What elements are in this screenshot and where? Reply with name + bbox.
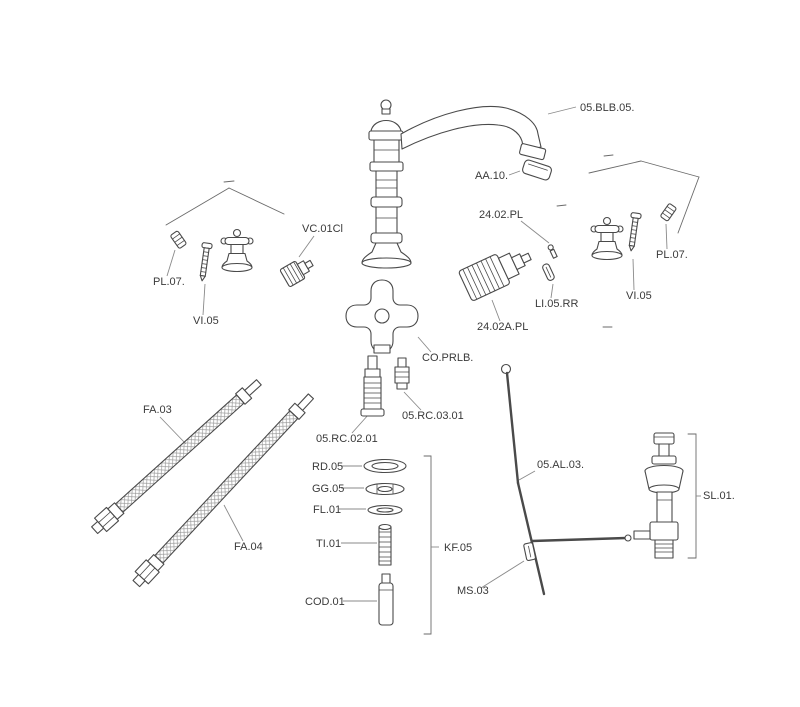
drain-assembly — [633, 432, 684, 559]
index-button-right — [660, 203, 677, 222]
screw-left — [196, 241, 213, 283]
label-adapter-a: 05.RC.02.01 — [316, 433, 378, 445]
label-rod-group: KF.05 — [444, 542, 472, 554]
hose-b — [132, 393, 315, 588]
cross-handle-part — [345, 279, 419, 354]
label-cartridge-group: 24.02.PL — [479, 209, 523, 221]
label-cartridge: 24.02A.PL — [477, 321, 528, 333]
clip-part — [523, 542, 536, 562]
handle-right — [590, 216, 624, 261]
aerator-part — [522, 159, 552, 181]
label-hose-b: FA.04 — [234, 541, 263, 553]
wave-washer-part — [365, 482, 405, 496]
lift-rod-part — [500, 363, 546, 596]
label-oring: RD.05 — [312, 461, 343, 473]
faucet-spout-body — [361, 99, 547, 269]
hose-a — [91, 379, 262, 535]
threaded-rod-part — [378, 523, 392, 566]
label-rod: COD.01 — [305, 596, 345, 608]
label-lift-rod: 05.AL.03. — [537, 459, 584, 471]
label-left-index: PL.07. — [153, 276, 185, 288]
adapter-b-part — [394, 357, 410, 390]
label-aerator: AA.10. — [475, 170, 508, 182]
cartridge-part — [458, 252, 532, 301]
oring-part — [363, 458, 407, 474]
label-drain-group: SL.01. — [703, 490, 735, 502]
handle-left — [220, 228, 254, 273]
label-right-index: PL.07. — [656, 249, 688, 261]
screw-right — [625, 211, 642, 253]
label-wave-washer: GG.05 — [312, 483, 344, 495]
group-brackets — [165, 154, 700, 635]
seal-disc-part — [542, 244, 558, 281]
label-threaded-rod: TI.01 — [316, 538, 341, 550]
rod-part — [378, 573, 394, 626]
label-left-valve: VC.01Cl — [302, 223, 343, 235]
label-right-screw: VI.05 — [626, 290, 652, 302]
label-adapter-b: 05.RC.03.01 — [402, 410, 464, 422]
label-hose-a: FA.03 — [143, 404, 172, 416]
valve-left-part — [279, 259, 314, 287]
label-spout: 05.BLB.05. — [580, 102, 634, 114]
index-button-left — [170, 230, 187, 249]
label-cross-handle: CO.PRLB. — [422, 352, 473, 364]
adapter-a-part — [360, 355, 385, 417]
label-clip: MS.03 — [457, 585, 489, 597]
label-left-screw: VI.05 — [193, 315, 219, 327]
label-flat-washer: FL.01 — [313, 504, 341, 516]
labels: 05.BLB.05. AA.10. 24.02.PL 24.02A.PL LI.… — [143, 102, 735, 608]
flat-washer-part — [367, 504, 403, 516]
horizontal-rod-part — [530, 534, 632, 543]
leader-lines — [159, 106, 701, 602]
label-seal-disc: LI.05.RR — [535, 298, 578, 310]
